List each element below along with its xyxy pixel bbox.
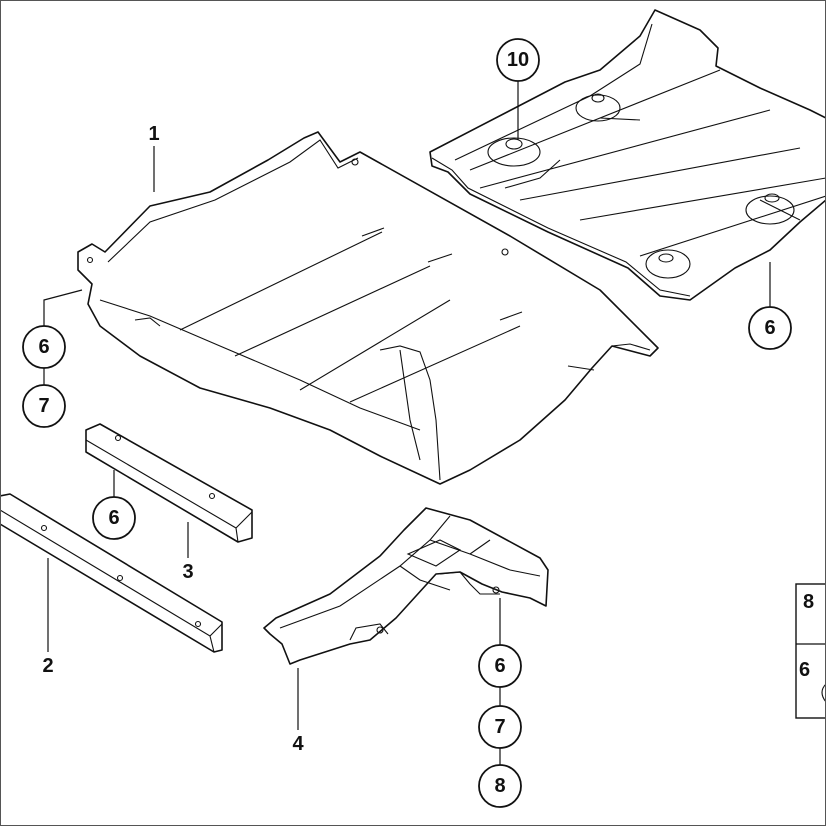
callout-6-bracket: 6: [478, 644, 522, 688]
callout-6-strip-text: 6: [108, 507, 119, 529]
callout-6-strip: 6: [92, 496, 136, 540]
callout-7-left-text: 7: [38, 395, 49, 417]
callout-6-left-text: 6: [38, 336, 49, 358]
callout-10-text: 10: [507, 49, 529, 71]
part-label-3: 3: [182, 561, 193, 583]
leader-lines: [43, 76, 771, 766]
callout-8-bracket-text: 8: [494, 775, 505, 797]
callout-7-bracket-text: 7: [494, 716, 505, 738]
underbody-tray-main: [77, 131, 659, 485]
callout-8-bracket: 8: [478, 764, 522, 808]
part-label-2: 2: [42, 655, 53, 677]
callout-10: 10: [496, 38, 540, 82]
part-label-1: 1: [148, 123, 159, 145]
callout-6-bracket-text: 6: [494, 655, 505, 677]
legend-row-2: 6: [799, 659, 810, 681]
callout-6-right-text: 6: [764, 317, 775, 339]
legend-row-1: 8: [803, 591, 814, 613]
part-label-4: 4: [292, 733, 304, 755]
callout-7-bracket: 7: [478, 705, 522, 749]
callout-7-left: 7: [22, 384, 66, 428]
strip-part-3: [85, 423, 253, 543]
legend-clip-icon: [821, 683, 826, 703]
callout-6-right: 6: [748, 306, 792, 350]
legend-box: 8 6: [795, 583, 826, 719]
underbody-panel-right: [429, 9, 826, 301]
rail-part-2: [0, 493, 223, 653]
callout-6-left: 6: [22, 325, 66, 369]
bracket-part-4: [263, 507, 549, 665]
